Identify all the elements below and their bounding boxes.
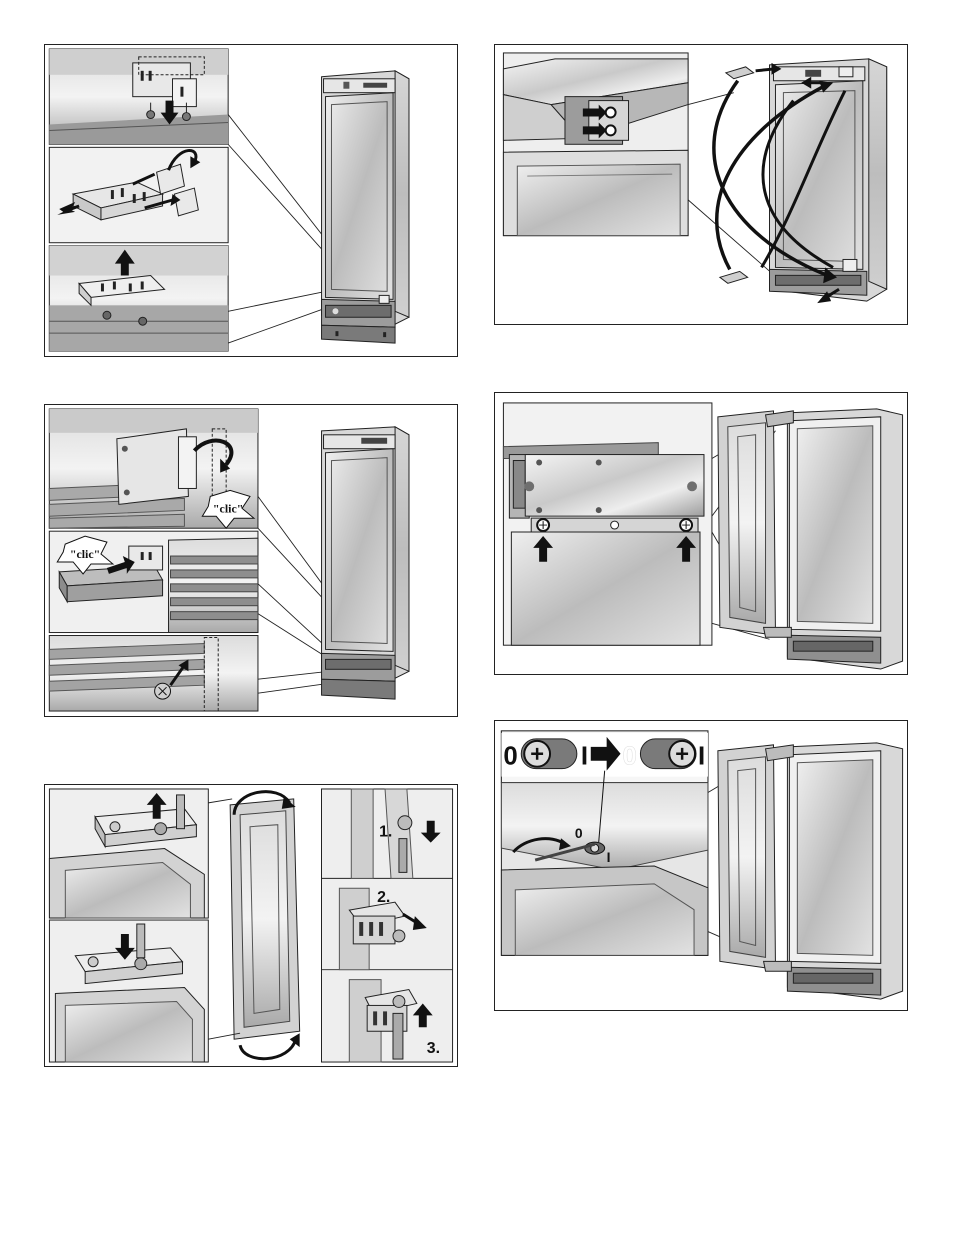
inset-grille-attach: "clic" [49,531,258,632]
switch-right-zero: 0 [623,743,637,771]
inset-bracket-lift [49,246,228,351]
panel-6-illustration: 0 I 0 I 0 I [495,721,907,1010]
inset-hinge-closeup [503,53,688,236]
inset-bracket-parts [49,147,228,242]
mark-one: I [607,849,611,865]
panel-6-switch-adjust: 0 I 0 I 0 I [494,720,908,1011]
inset-mounting-plate [503,403,712,645]
panel-5-illustration: 1. 2. 3. [45,785,457,1066]
refrigerator-with-open-door [718,409,903,669]
panel-2-illustration [495,45,907,324]
inset-hinge-steps-strip: 1. 2. 3. [321,789,452,1062]
inset-hinge-bottom [49,920,208,1062]
switch-left-one: I [581,743,588,771]
panel-1-illustration [45,45,457,356]
panel-4-door-plate [494,392,908,675]
inset-grille-screw [49,636,258,712]
refrigerator-with-open-door [718,743,903,999]
step-2-label: 2. [377,889,390,906]
switch-right-one: I [698,743,705,771]
panel-3-grille-clip: "clic" "clic" [44,404,458,717]
inset-panel-clip: "clic" [49,409,258,528]
mark-zero: 0 [575,825,583,841]
step-1-label: 1. [379,824,392,841]
panel-4-illustration [495,393,907,674]
step-3-label: 3. [427,1040,440,1057]
inset-bracket-unscrew [49,49,228,144]
inset-hinge-top [49,789,208,918]
panel-3-illustration: "clic" "clic" [45,405,457,716]
panel-2-hinge-swap [494,44,908,325]
panel-1-base-bracket-removal [44,44,458,357]
clic-callout-top: "clic" [213,501,243,515]
clic-callout-mid: "clic" [70,547,100,561]
panel-5-hinge-steps: 1. 2. 3. [44,784,458,1067]
inset-switch-closeup: 0 I 0 I 0 I [501,731,708,955]
refrigerator-illustration [322,427,409,699]
refrigerator-illustration [322,71,409,343]
switch-left-zero: 0 [503,743,517,771]
door-rotate-illustration [230,792,300,1059]
